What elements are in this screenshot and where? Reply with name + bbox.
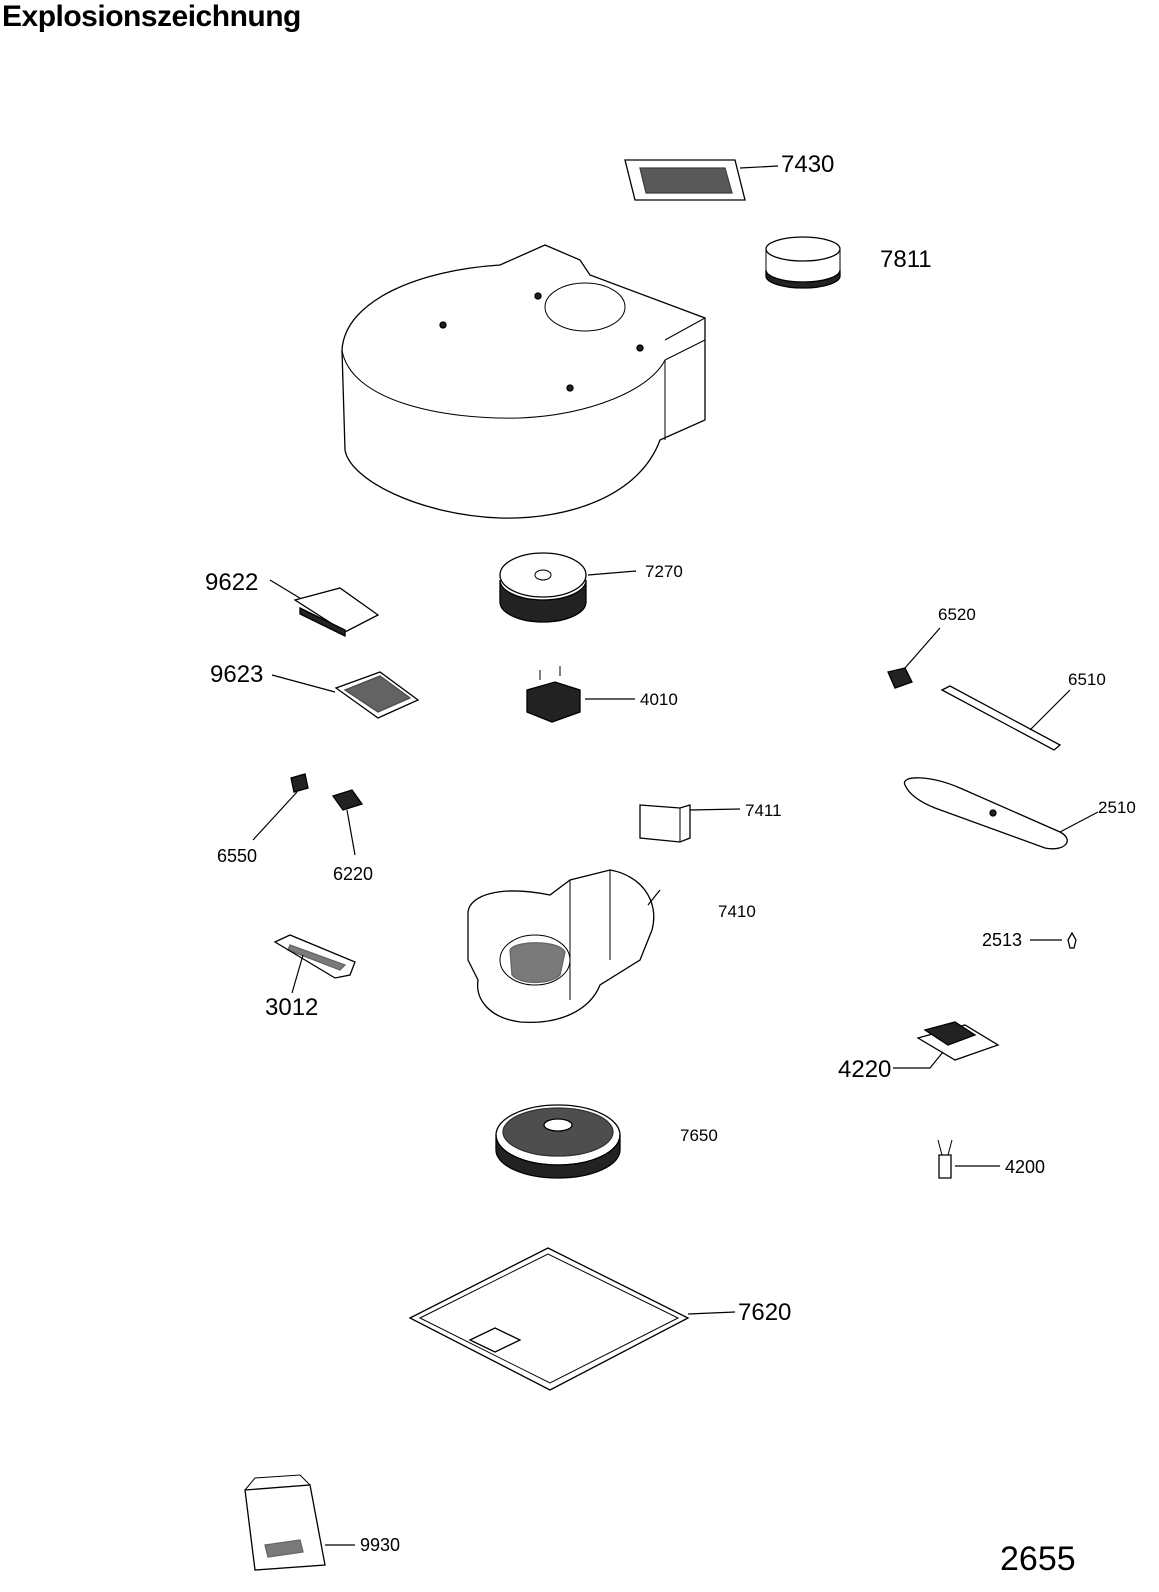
- callout-7270: 7270: [645, 562, 683, 581]
- part-7650-carbon-filter: [495, 1104, 621, 1179]
- part-2513-screw: [1030, 931, 1077, 949]
- part-6550-switch: [252, 773, 309, 841]
- part-4200-capacitor: [937, 1139, 1000, 1179]
- callout-7811: 7811: [880, 246, 932, 273]
- callout-7650: 7650: [680, 1126, 718, 1145]
- callout-9930: 9930: [360, 1535, 400, 1555]
- part-7411-bracket: [639, 804, 741, 843]
- part-4220-transformer: [893, 1021, 1000, 1069]
- part-hood-housing: [341, 244, 706, 519]
- part-9623-control-board: [271, 671, 420, 719]
- callout-4010: 4010: [640, 690, 678, 709]
- callout-4220: 4220: [838, 1056, 891, 1083]
- part-4010-box: [526, 666, 635, 723]
- callout-3012: 3012: [265, 994, 318, 1021]
- callout-7410: 7410: [718, 902, 756, 921]
- callout-7411: 7411: [745, 801, 782, 820]
- part-6520-lamp-holder: [887, 627, 941, 689]
- part-7270-fan-wheel: [499, 552, 637, 623]
- callout-6220: 6220: [333, 864, 373, 884]
- callout-7620: 7620: [738, 1299, 791, 1326]
- part-9930-bag: [244, 1474, 355, 1571]
- callout-2513: 2513: [982, 930, 1022, 950]
- part-7811-collar: [765, 236, 841, 289]
- part-3012-strip: [273, 934, 356, 994]
- part-2510-cover: [903, 777, 1099, 850]
- callout-9623: 9623: [210, 661, 263, 688]
- callout-7430: 7430: [781, 151, 834, 178]
- callout-6520: 6520: [938, 605, 976, 624]
- callout-9622: 9622: [205, 569, 258, 596]
- page-title: Explosionszeichnung: [2, 0, 301, 33]
- part-7620-grease-filter: [408, 1247, 736, 1391]
- part-6510-lamp-tube: [940, 685, 1071, 751]
- callout-4200: 4200: [1005, 1157, 1045, 1177]
- callout-6510: 6510: [1068, 670, 1106, 689]
- part-9622-board: [269, 579, 380, 638]
- drawing-number: 2655: [1000, 1540, 1076, 1578]
- part-7430-grille: [624, 159, 779, 201]
- callout-6550: 6550: [217, 846, 257, 866]
- callout-2510: 2510: [1098, 798, 1136, 817]
- part-6220-switch: [331, 789, 364, 856]
- part-7410-blower-housing: [467, 869, 661, 1024]
